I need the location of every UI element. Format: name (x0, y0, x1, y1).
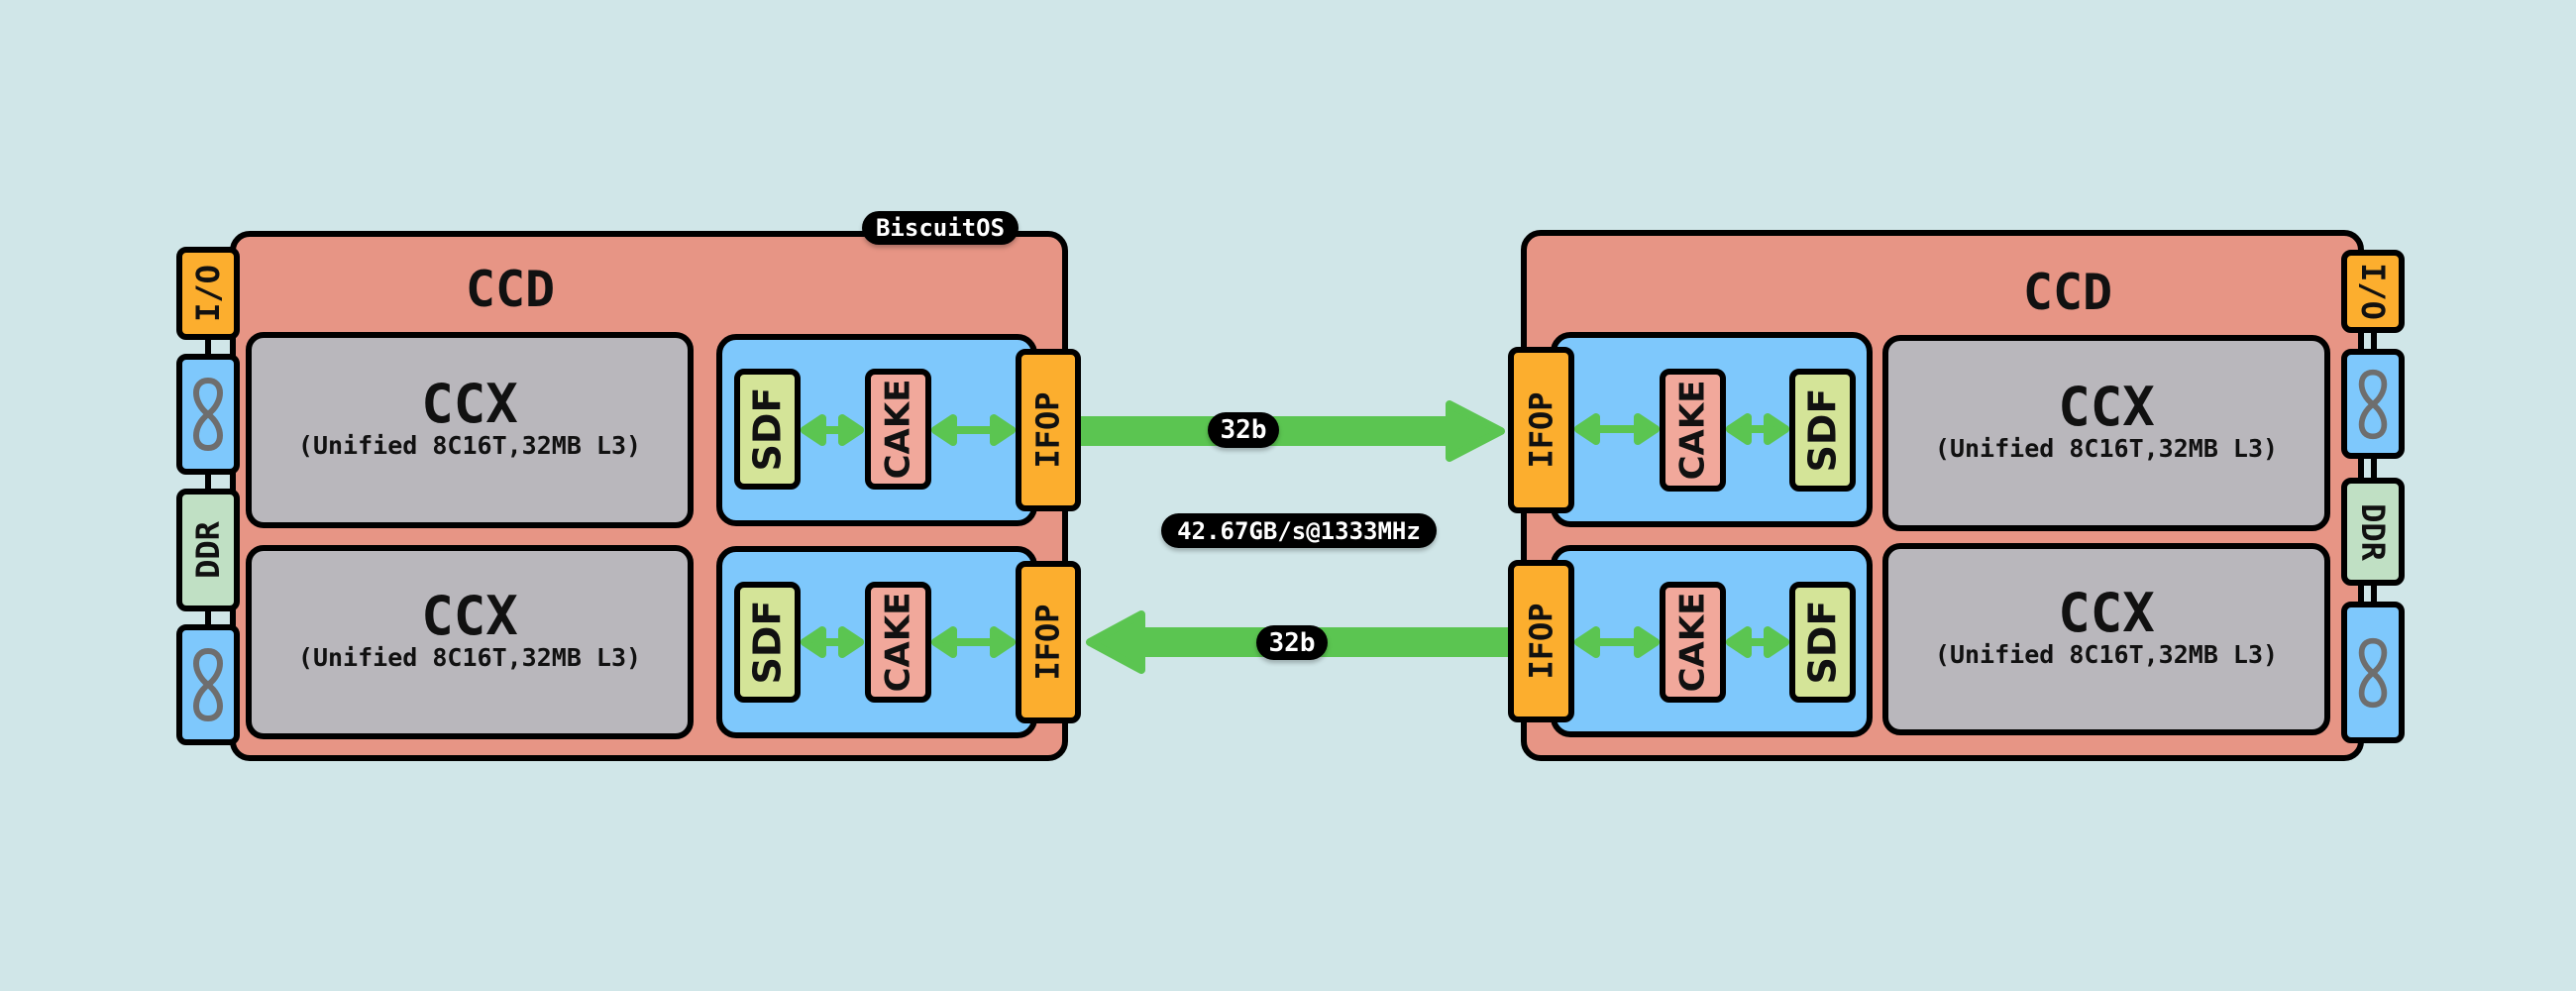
top-link-arrowhead (1446, 400, 1505, 462)
ccx-subtitle: (Unified 8C16T,32MB L3) (297, 643, 642, 672)
left-ccd-title: CCD (465, 261, 556, 318)
left-cake-1: CAKE (865, 369, 931, 490)
left-ccx-1: CCX (Unified 8C16T,32MB L3) (246, 332, 694, 528)
sdf-label: SDF (1800, 600, 1845, 685)
sdf-label: SDF (745, 386, 790, 472)
ccx-subtitle: (Unified 8C16T,32MB L3) (297, 431, 642, 460)
left-sdf-1: SDF (734, 369, 801, 490)
right-sdf-2: SDF (1789, 582, 1856, 703)
left-cake-2: CAKE (865, 582, 931, 703)
right-ccd-title: CCD (2022, 264, 2113, 321)
cake-label: CAKE (878, 592, 918, 693)
io-label: I/O (189, 265, 228, 322)
left-sdf-2: SDF (734, 582, 801, 703)
sdf-label: SDF (1800, 387, 1845, 473)
ccx-title: CCX (421, 585, 518, 647)
top-link-width-badge: 32b (1208, 412, 1279, 448)
ddr-label: DDR (189, 521, 228, 579)
right-ifop-1: IFOP (1508, 347, 1574, 513)
infinity-icon (2358, 369, 2388, 439)
ddr-label: DDR (2354, 502, 2393, 561)
left-ccx-2: CCX (Unified 8C16T,32MB L3) (246, 545, 694, 739)
right-io-tab: I/O (2341, 250, 2405, 333)
bottom-link-width-badge: 32b (1256, 625, 1328, 660)
right-infinity-tab-2 (2341, 602, 2405, 743)
right-infinity-tab-1 (2341, 349, 2405, 459)
ccx-title: CCX (421, 373, 518, 435)
right-ifop-2: IFOP (1508, 560, 1574, 722)
right-cake-2: CAKE (1660, 582, 1726, 703)
ifop-label: IFOP (1029, 391, 1067, 469)
left-ddr-tab: DDR (176, 489, 240, 611)
bandwidth-badge: 42.67GB/s@1333MHz (1161, 513, 1437, 548)
left-infinity-tab-2 (176, 624, 240, 745)
left-infinity-tab-1 (176, 354, 240, 475)
right-ccx-1: CCX (Unified 8C16T,32MB L3) (1882, 335, 2330, 531)
watermark-badge: BiscuitOS (862, 211, 1019, 245)
cake-label: CAKE (878, 379, 918, 480)
right-ccx-2: CCX (Unified 8C16T,32MB L3) (1882, 543, 2330, 735)
io-label: I/O (2354, 263, 2393, 320)
left-ifop-2: IFOP (1016, 561, 1081, 723)
right-cake-1: CAKE (1660, 369, 1726, 492)
right-sdf-1: SDF (1789, 369, 1856, 492)
ccx-title: CCX (2058, 582, 2155, 644)
left-ifop-1: IFOP (1016, 349, 1081, 511)
right-ddr-tab: DDR (2341, 478, 2405, 586)
infinity-icon (2358, 637, 2388, 708)
cake-label: CAKE (1672, 592, 1713, 693)
left-io-tab: I/O (176, 247, 240, 340)
ifop-label: IFOP (1522, 391, 1560, 469)
ifop-label: IFOP (1029, 604, 1067, 681)
ccx-title: CCX (2058, 376, 2155, 438)
sdf-label: SDF (745, 600, 790, 685)
cake-label: CAKE (1672, 380, 1713, 481)
bottom-link-arrowhead (1086, 610, 1145, 674)
ifop-label: IFOP (1522, 603, 1560, 680)
infinity-icon (193, 377, 223, 452)
infinity-icon (193, 647, 223, 722)
ccx-subtitle: (Unified 8C16T,32MB L3) (1934, 434, 2279, 463)
ccx-subtitle: (Unified 8C16T,32MB L3) (1934, 640, 2279, 669)
